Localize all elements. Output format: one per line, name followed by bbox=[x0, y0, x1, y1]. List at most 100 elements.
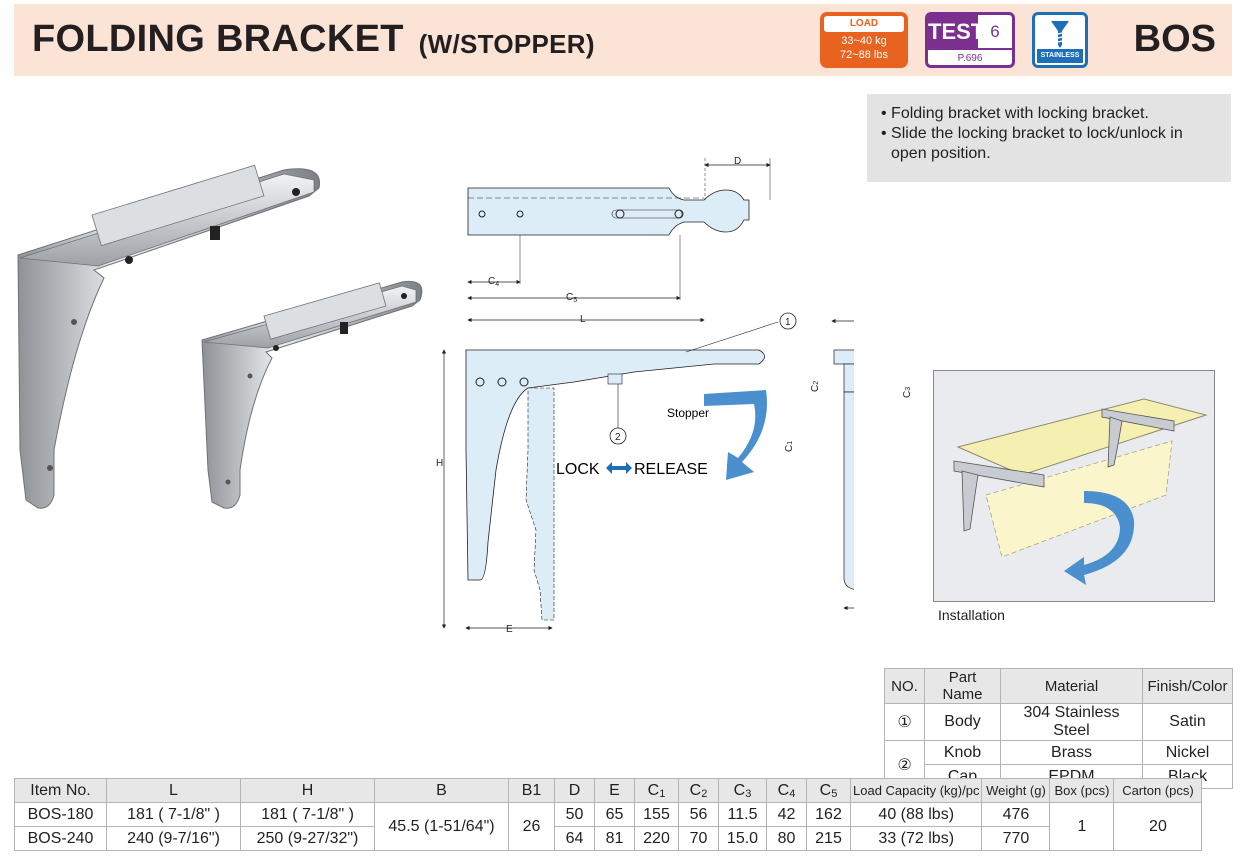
feature-item: • Slide the locking bracket to lock/unlo… bbox=[881, 125, 1183, 162]
spec-c4: 42 bbox=[766, 802, 807, 827]
header-band: FOLDING BRACKET (W/STOPPER) LOAD CAPACIT… bbox=[14, 4, 1232, 76]
spec-weight: 476 bbox=[981, 802, 1051, 827]
spec-e: 81 bbox=[594, 826, 635, 851]
spec-c3: 15.0 bbox=[718, 826, 767, 851]
title-subtitle: (W/STOPPER) bbox=[418, 29, 595, 59]
callout-1-text: 1 bbox=[785, 317, 791, 328]
dim-c2-label: C2 bbox=[810, 380, 821, 392]
spec-item: BOS-180 bbox=[14, 802, 107, 827]
spec-l: 181 ( 7-1/8" ) bbox=[106, 802, 241, 827]
spec-item: BOS-240 bbox=[14, 826, 107, 851]
fold-arrow-icon bbox=[1064, 491, 1135, 585]
spec-b1: 26 bbox=[508, 802, 555, 851]
parts-material: Brass bbox=[1000, 740, 1143, 765]
spec-box: 1 bbox=[1049, 802, 1115, 851]
parts-finish: Satin bbox=[1142, 703, 1233, 741]
spec-load: 33 (72 lbs) bbox=[849, 826, 983, 851]
spec-c2: 56 bbox=[678, 802, 719, 827]
spec-header-c5: C5 bbox=[806, 778, 851, 803]
installation-drawing bbox=[953, 398, 1208, 585]
dim-c4-label: C4 bbox=[488, 276, 499, 288]
screw-icon bbox=[1051, 21, 1069, 48]
stopper-label: Stopper bbox=[667, 406, 709, 420]
spec-header-carton: Carton (pcs) bbox=[1113, 778, 1203, 803]
side-view-drawing: L H E 1 2 Stopper LOCK RELEASE bbox=[436, 312, 797, 635]
table-row: BOS-180 181 ( 7-1/8" ) 181 ( 7-1/8" ) 45… bbox=[14, 802, 1203, 851]
feature-item: • Folding bracket with locking bracket. bbox=[881, 105, 1149, 122]
front-view-drawing: B B1 bbox=[831, 318, 854, 611]
dim-l-label: L bbox=[580, 314, 586, 325]
spec-header-c1: C1 bbox=[634, 778, 679, 803]
spec-c1: 155 bbox=[634, 802, 679, 827]
spec-header-l: L bbox=[106, 778, 241, 803]
spec-header-b: B bbox=[374, 778, 509, 803]
spec-header-weight: Weight (g) bbox=[981, 778, 1051, 803]
spec-table: Item No. L H B B1 D E C1 C2 C3 C4 C5 Loa… bbox=[14, 778, 1203, 851]
product-code: BOS bbox=[1133, 18, 1216, 60]
spec-header-box: Box (pcs) bbox=[1049, 778, 1115, 803]
spec-d: 64 bbox=[554, 826, 595, 851]
load-capacity-label: LOAD CAPACITY bbox=[824, 16, 904, 45]
bracket-photo-small bbox=[201, 280, 423, 509]
spec-header-load: Load Capacity (kg)/pc bbox=[849, 778, 983, 803]
spec-c1: 220 bbox=[634, 826, 679, 851]
spec-header-row: Item No. L H B B1 D E C1 C2 C3 C4 C5 Loa… bbox=[14, 778, 1203, 803]
table-row: BOS-240 240 (9-7/16") 250 (9-27/32") 64 … bbox=[14, 826, 1202, 851]
stainless-badge: STAINLESS bbox=[1032, 12, 1088, 68]
callout-2-icon bbox=[609, 427, 627, 445]
spec-header-item: Item No. bbox=[14, 778, 107, 803]
parts-name: Knob bbox=[924, 740, 1001, 765]
spec-c4: 80 bbox=[766, 826, 807, 851]
dim-c1-label: C1 bbox=[784, 440, 795, 452]
spec-weight: 770 bbox=[981, 826, 1051, 851]
table-row: ① Body 304 Stainless Steel Satin bbox=[884, 703, 1233, 741]
load-capacity-lbs: 72~88 lbs bbox=[839, 49, 888, 61]
top-view-drawing: D C4 C5 bbox=[467, 156, 771, 304]
spec-b: 45.5 (1-51/64") bbox=[374, 802, 509, 851]
dim-d-label: D bbox=[734, 156, 741, 167]
load-capacity-badge: LOAD CAPACITY 33~40 kg 72~88 lbs bbox=[820, 12, 908, 68]
installation-image bbox=[933, 370, 1215, 602]
release-label: RELEASE bbox=[634, 461, 708, 478]
test-number: 6 bbox=[990, 22, 1000, 41]
spec-header-c4: C4 bbox=[766, 778, 807, 803]
parts-header-row: NO. Part Name Material Finish/Color bbox=[884, 668, 1233, 704]
test-label: TEST bbox=[928, 15, 984, 48]
parts-header-finish: Finish/Color bbox=[1142, 668, 1233, 704]
parts-finish: Nickel bbox=[1142, 740, 1233, 765]
spec-header-h: H bbox=[240, 778, 375, 803]
spec-header-b1: B1 bbox=[508, 778, 555, 803]
parts-material: 304 Stainless Steel bbox=[1000, 703, 1143, 741]
load-capacity-kg: 33~40 kg bbox=[841, 35, 887, 47]
parts-header-no: NO. bbox=[884, 668, 925, 704]
feature-list: • Folding bracket with locking bracket. … bbox=[867, 94, 1231, 182]
test-badge: TEST 6 P.696 bbox=[925, 12, 1015, 68]
spec-d: 50 bbox=[554, 802, 595, 827]
parts-header-material: Material bbox=[1000, 668, 1143, 704]
spec-carton: 20 bbox=[1113, 802, 1203, 851]
dim-c5-label: C5 bbox=[566, 292, 577, 304]
parts-no: ① bbox=[884, 703, 925, 741]
title-text: FOLDING BRACKET bbox=[32, 18, 404, 60]
parts-header-part: Part Name bbox=[924, 668, 1001, 704]
parts-name: Body bbox=[924, 703, 1001, 741]
spec-h: 181 ( 7-1/8" ) bbox=[240, 802, 375, 827]
dim-h-label: H bbox=[436, 458, 443, 469]
spec-l: 240 (9-7/16") bbox=[106, 826, 241, 851]
test-page: P.696 bbox=[928, 48, 1012, 65]
spec-c2: 70 bbox=[678, 826, 719, 851]
table-row: ② Knob Brass Nickel bbox=[884, 740, 1233, 789]
dim-e-label: E bbox=[506, 624, 513, 635]
callout-2-text: 2 bbox=[615, 432, 621, 443]
spec-header-d: D bbox=[554, 778, 595, 803]
parts-table: NO. Part Name Material Finish/Color ① Bo… bbox=[884, 668, 1233, 789]
spec-c5: 162 bbox=[806, 802, 851, 827]
spec-c3: 11.5 bbox=[718, 802, 767, 827]
fold-arrow-icon bbox=[704, 390, 767, 480]
spec-c5: 215 bbox=[806, 826, 851, 851]
page-title: FOLDING BRACKET (W/STOPPER) bbox=[32, 18, 595, 61]
callout-1-icon bbox=[779, 312, 797, 330]
spec-header-c3: C3 bbox=[718, 778, 767, 803]
spec-e: 65 bbox=[594, 802, 635, 827]
installation-label: Installation bbox=[938, 607, 1005, 623]
